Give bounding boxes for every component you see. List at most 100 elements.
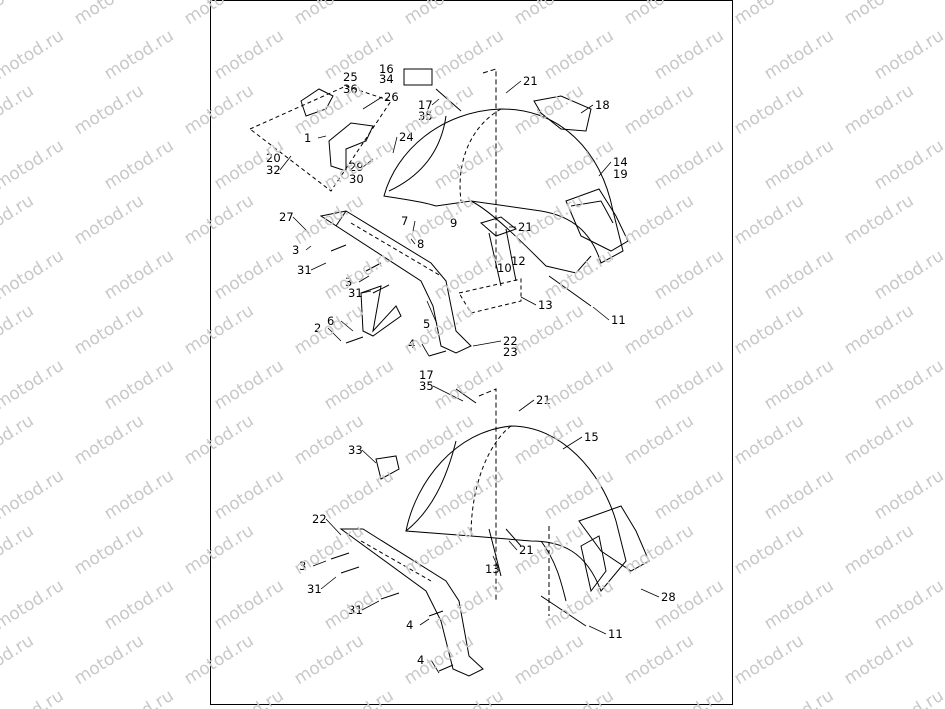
lower-callout-4: 4 xyxy=(406,618,413,632)
upper-callout-32: 32 xyxy=(266,163,281,177)
watermark-text: motod.ru xyxy=(840,190,918,250)
leader-line xyxy=(279,155,292,171)
watermark-text: motod.ru xyxy=(840,80,918,140)
leader-line xyxy=(580,104,594,114)
leader-line xyxy=(325,518,342,536)
watermark-text: motod.ru xyxy=(0,686,67,709)
upper-support-bar xyxy=(319,210,472,354)
upper-callout-2: 2 xyxy=(314,321,321,335)
leader-line xyxy=(362,96,383,110)
leader-line xyxy=(320,576,337,590)
watermark-text: motod.ru xyxy=(101,686,178,709)
watermark-text: motod.ru xyxy=(0,245,68,305)
upper-callout-3: 3 xyxy=(292,243,299,257)
leader-line xyxy=(312,560,327,567)
upper-callout-12: 12 xyxy=(511,254,526,268)
upper-callout-8: 8 xyxy=(417,237,424,251)
upper-callout-3: 3 xyxy=(345,275,352,289)
watermark-text: motod.ru xyxy=(730,410,808,470)
watermark-text: motod.ru xyxy=(760,355,838,415)
watermark-text: motod.ru xyxy=(100,575,178,635)
lower-callout-21: 21 xyxy=(536,393,551,407)
watermark-text: motod.ru xyxy=(100,465,178,525)
upper-callout-27: 27 xyxy=(279,210,294,224)
watermark-text: motod.ru xyxy=(0,25,68,85)
upper-callout-1: 1 xyxy=(304,131,311,145)
upper-callout-19: 19 xyxy=(613,167,628,181)
watermark-text: motod.ru xyxy=(870,575,945,635)
lower-callout-15: 15 xyxy=(584,430,599,444)
part-33-bracket xyxy=(375,455,400,480)
watermark-text: motod.ru xyxy=(870,465,945,525)
leader-line xyxy=(592,306,610,321)
upper-callout-16: 16 xyxy=(379,62,394,76)
watermark-text: motod.ru xyxy=(70,0,148,30)
watermark-text: motod.ru xyxy=(0,410,38,470)
lower-callout-11: 11 xyxy=(608,627,623,641)
upper-callout-23: 23 xyxy=(503,345,518,359)
upper-callout-17: 17 xyxy=(418,98,433,112)
lower-fender-shell xyxy=(405,425,627,592)
leader-line xyxy=(410,238,416,245)
leader-line xyxy=(492,555,500,570)
watermark-text: motod.ru xyxy=(0,630,38,690)
watermark-text: motod.ru xyxy=(0,300,38,360)
watermark-text: motod.ru xyxy=(730,630,808,690)
upper-callout-21: 21 xyxy=(518,220,533,234)
upper-callout-11: 11 xyxy=(611,313,626,327)
lower-callout-13: 13 xyxy=(485,562,500,576)
leader-line xyxy=(419,618,430,626)
leader-line xyxy=(430,659,440,674)
upper-callout-13: 13 xyxy=(538,298,553,312)
leader-line xyxy=(431,98,440,106)
watermark-text: motod.ru xyxy=(70,520,148,580)
watermark-text: motod.ru xyxy=(870,355,945,415)
leader-line xyxy=(588,625,607,635)
watermark-text: motod.ru xyxy=(761,686,838,709)
leader-line xyxy=(426,300,438,325)
watermark-text: motod.ru xyxy=(760,135,838,195)
watermark-text: motod.ru xyxy=(730,190,808,250)
leader-line xyxy=(392,136,398,154)
watermark-text: motod.ru xyxy=(70,300,148,360)
watermark-text: motod.ru xyxy=(70,80,148,140)
lower-callout-21: 21 xyxy=(519,543,534,557)
watermark-text: motod.ru xyxy=(840,520,918,580)
watermark-text: motod.ru xyxy=(870,25,945,85)
part-18-bracket xyxy=(533,95,592,132)
watermark-text: motod.ru xyxy=(70,190,148,250)
leader-line xyxy=(362,158,374,168)
upper-callout-5: 5 xyxy=(423,317,430,331)
lower-callout-31: 31 xyxy=(348,603,363,617)
watermark-text: motod.ru xyxy=(870,245,945,305)
watermark-text: motod.ru xyxy=(100,355,178,415)
watermark-text: motod.ru xyxy=(100,25,178,85)
upper-callout-10: 10 xyxy=(497,261,512,275)
leader-line xyxy=(340,320,354,332)
lower-callout-33: 33 xyxy=(348,443,363,457)
leader-line xyxy=(562,436,583,450)
watermark-text: motod.ru xyxy=(0,575,68,635)
lower-callout-28: 28 xyxy=(661,590,676,604)
watermark-text: motod.ru xyxy=(100,245,178,305)
watermark-text: motod.ru xyxy=(100,135,178,195)
leader-line xyxy=(327,327,342,342)
leader-line xyxy=(292,216,310,234)
callout-leader-lines xyxy=(279,80,660,674)
leader-line xyxy=(505,80,522,94)
lower-support-bar xyxy=(339,528,484,677)
leader-line xyxy=(305,245,312,251)
watermark-text: motod.ru xyxy=(0,190,38,250)
watermark-text: motod.ru xyxy=(760,575,838,635)
leader-line xyxy=(412,220,416,232)
lower-callout-31: 31 xyxy=(307,582,322,596)
watermark-text: motod.ru xyxy=(0,465,68,525)
upper-callout-20: 20 xyxy=(266,151,281,165)
upper-callout-31: 31 xyxy=(348,286,363,300)
upper-callout-14: 14 xyxy=(613,155,628,169)
lower-callout-17: 17 xyxy=(419,368,434,382)
lower-callout-22: 22 xyxy=(312,512,327,526)
